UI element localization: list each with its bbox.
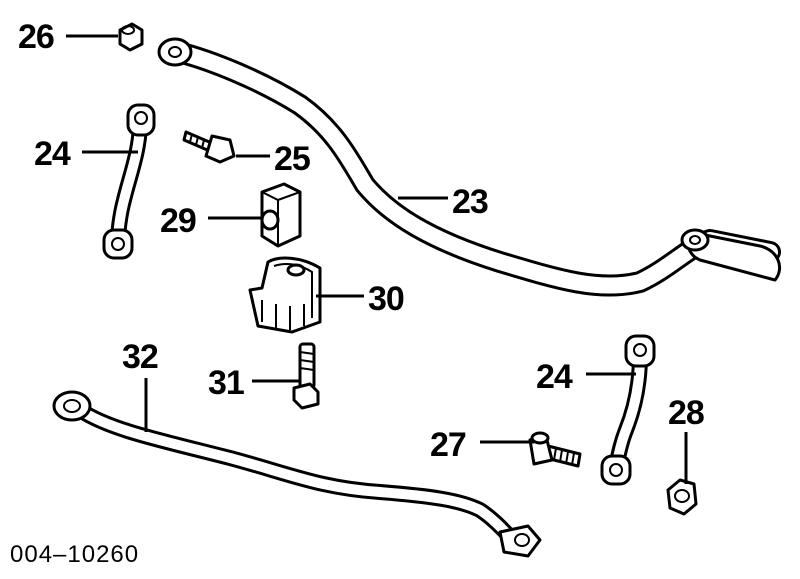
- callout-23: 23: [452, 183, 488, 221]
- callout-32: 32: [122, 338, 158, 376]
- bolt-part-31: [292, 342, 320, 410]
- nut-part-28: [666, 478, 698, 516]
- callout-24-left: 24: [34, 135, 71, 173]
- bushing-part-29: [260, 182, 302, 248]
- stabilizer-bar-part-23: [157, 37, 781, 297]
- nut-part-26: [118, 22, 144, 52]
- callout-28: 28: [668, 394, 704, 432]
- callout-27: 27: [430, 426, 466, 464]
- link-part-24-right: [600, 334, 656, 486]
- bolt-part-25: [182, 130, 236, 164]
- callout-24-right: 24: [536, 358, 573, 396]
- document-number: 004–10260: [10, 541, 139, 568]
- link-part-24-left: [102, 103, 156, 260]
- leader-lines: [66, 34, 688, 484]
- callout-30: 30: [368, 280, 404, 318]
- bracket-part-30: [248, 256, 322, 334]
- callout-31: 31: [208, 364, 244, 402]
- bolt-part-27: [528, 431, 582, 468]
- track-bar-part-32: [52, 390, 542, 558]
- callout-25: 25: [274, 140, 310, 178]
- callout-26: 26: [18, 18, 54, 56]
- callout-29: 29: [160, 202, 196, 240]
